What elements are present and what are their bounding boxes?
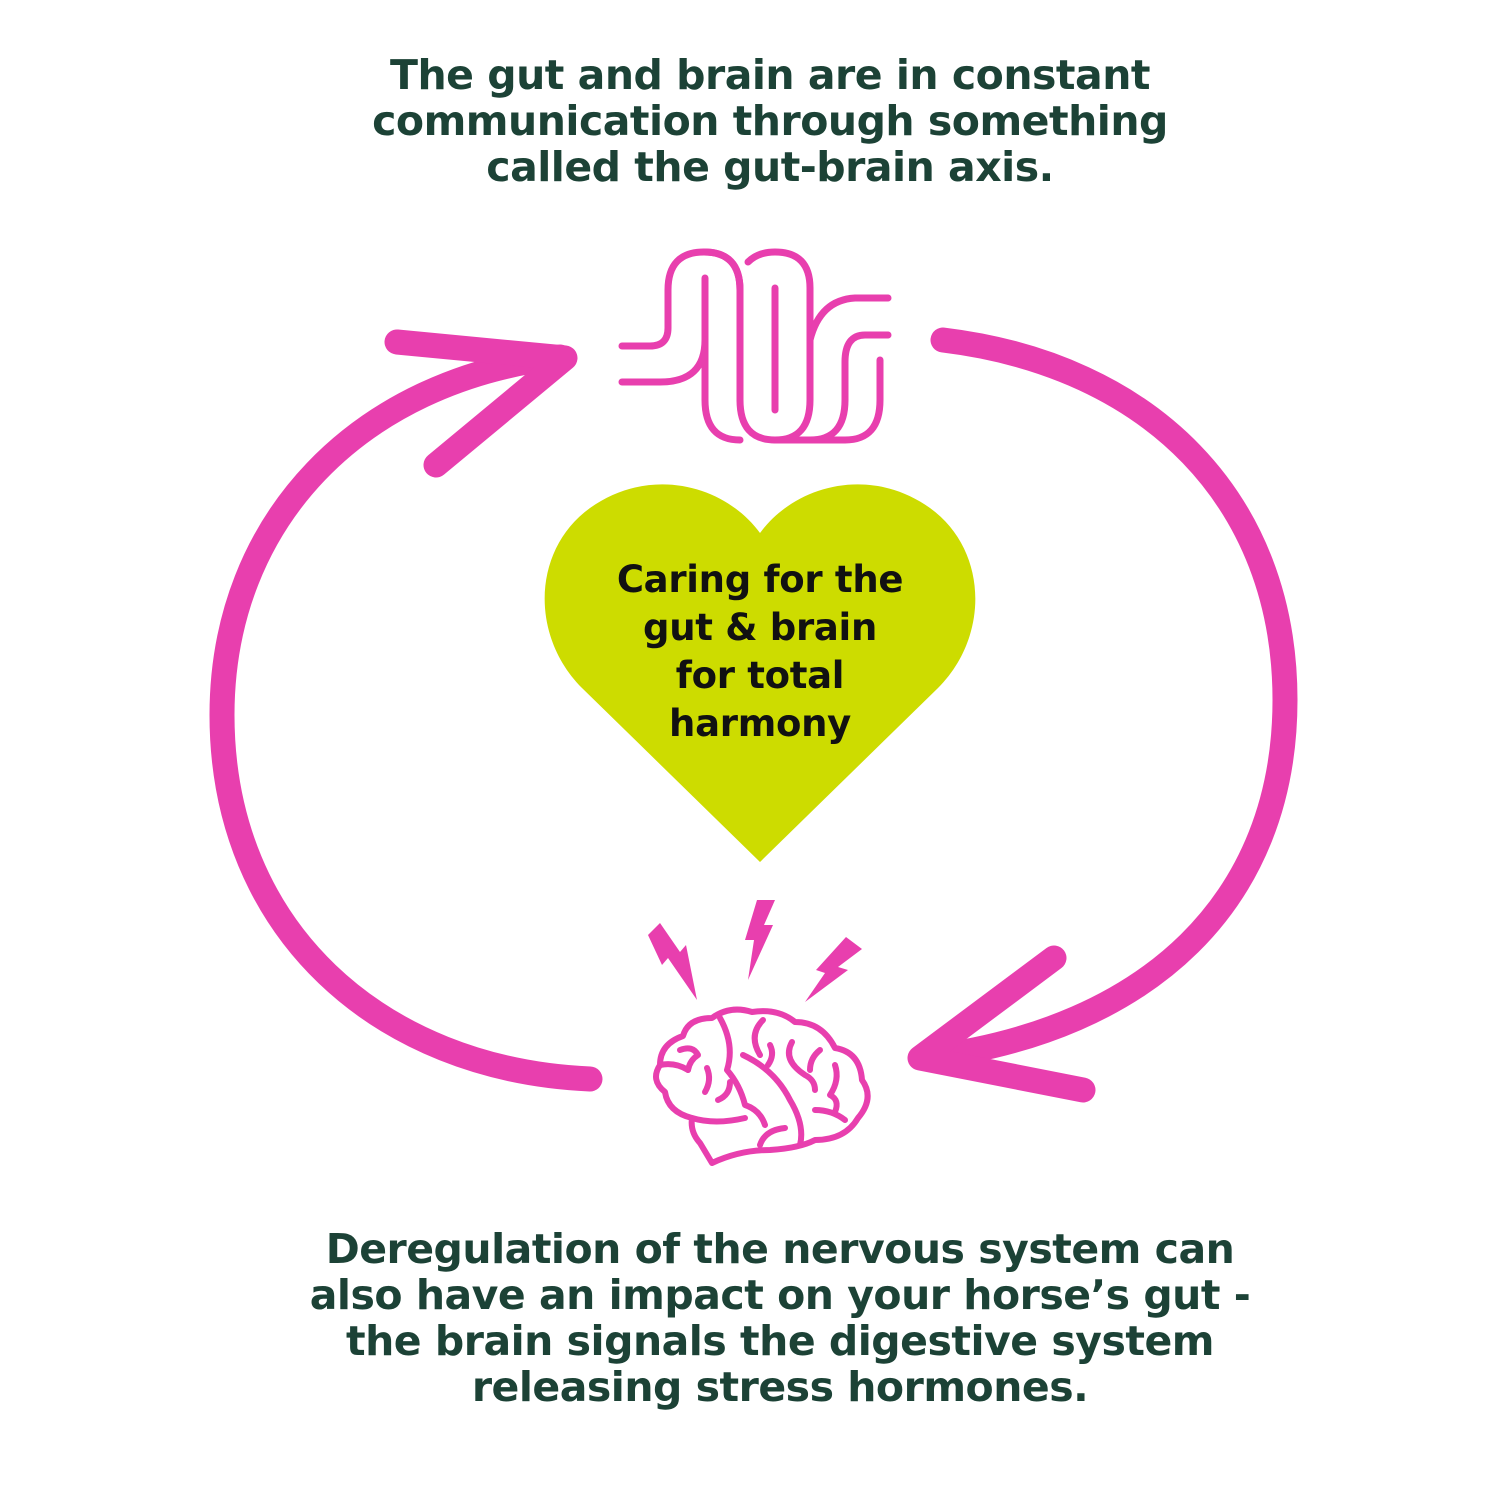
heart-line: Caring for the [616, 558, 904, 601]
heart-shape [544, 484, 976, 862]
left-arc [209, 344, 603, 1092]
footer-text: Deregulation of the nervous system can a… [230, 1226, 1330, 1410]
right-arc [912, 327, 1298, 1071]
left-arrowhead [384, 329, 578, 478]
intro-line: called the gut-brain axis. [486, 143, 1054, 191]
footer-line: the brain signals the digestive system [346, 1317, 1214, 1365]
footer-line: releasing stress hormones. [471, 1363, 1089, 1411]
footer-line: Deregulation of the nervous system can [325, 1225, 1235, 1273]
heart-line: harmony [669, 702, 851, 745]
intro-line: communication through something [372, 97, 1168, 145]
brain-icon [653, 1006, 871, 1166]
lightning-bolt-icon [745, 900, 775, 980]
intro-line: The gut and brain are in constant [390, 51, 1150, 99]
lightning-bolts [648, 900, 862, 1002]
right-cycle-arrow [907, 327, 1298, 1103]
intestine-icon [618, 248, 892, 444]
intro-text: The gut and brain are in constant commun… [250, 52, 1290, 190]
heart-line: for total [675, 654, 845, 697]
lightning-bolt-icon [648, 923, 697, 1000]
right-arrowhead [907, 945, 1096, 1103]
lightning-bolt-icon [805, 937, 862, 1002]
heart-line: gut & brain [643, 606, 877, 649]
footer-line: also have an impact on your horse’s gut … [309, 1271, 1251, 1319]
heart-caption: Caring for the gut & brain for total har… [560, 556, 960, 748]
left-cycle-arrow [209, 329, 603, 1092]
